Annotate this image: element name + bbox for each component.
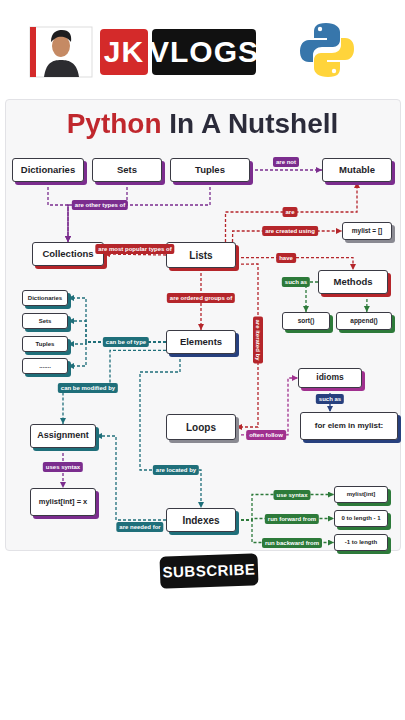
edge-label: are [282,207,297,217]
edge-label: are ordered groups of [167,293,235,303]
node-text: Elements [180,337,222,347]
concept-box: Sets [22,313,68,329]
node-text: Sets [117,165,137,175]
concept-box: Elements [166,330,236,354]
concept-box: Tuples [22,336,68,352]
node-text: Dictionaries [21,165,75,175]
edge-label: can be of type [103,337,149,347]
node-text: 0 to length - 1 [342,515,381,522]
edge-label: run backward from [262,538,322,548]
node-text: Tuples [36,341,55,348]
edge-label: use syntax [273,490,310,500]
concept-box: Mutable [322,158,392,182]
logo-text: JK [100,29,148,75]
node-text: Loops [186,422,216,433]
concept-box: idioms [298,368,362,388]
node-text: -1 to length [345,539,377,546]
edge-label: are not [273,157,299,167]
node-text: Dictionaries [28,295,62,302]
edge-label: are created using [262,226,318,236]
edge-label: are iterated by [253,316,263,363]
edge-label: are located by [153,465,199,475]
diagram-title: Python In A Nutshell [67,108,339,140]
edge-label: uses syntax [43,462,83,472]
connector [48,182,68,242]
concept-box: Lists [166,242,236,268]
concept-box: Dictionaries [12,158,84,182]
edge-label: are needed for [116,522,163,532]
connector [96,436,166,520]
edge-label: have [276,253,296,263]
concept-box: Methods [318,270,388,294]
edge-label: run forward from [265,514,319,524]
edge-label: such as [282,277,310,287]
node-text: Methods [333,277,372,287]
node-text: Sets [39,318,52,325]
node-text: mylist[int] [347,491,376,498]
concept-box: sort() [282,312,330,330]
node-text: Indexes [182,515,219,526]
connector [250,169,322,170]
node-text: Mutable [339,165,375,175]
concept-box: Loops [166,414,236,440]
connector [68,182,127,242]
logo-text: VLOGS [152,29,256,75]
node-text: ....... [39,363,51,370]
concept-box: Dictionaries [22,290,68,306]
concept-box: 0 to length - 1 [334,510,388,527]
node-text: mylist = [] [352,227,383,234]
concept-box: Tuples [170,158,250,182]
concept-box: mylist[int] = x [30,488,96,516]
connector [236,378,298,435]
concept-box: Indexes [166,508,236,532]
connector [226,182,358,242]
node-text: append() [350,317,377,324]
edge-label: can be modified by [58,383,118,393]
edge-label: often follow [246,430,286,440]
node-text: sort() [298,317,315,324]
node-text: Lists [189,250,212,261]
node-text: SUBSCRIBE [162,561,255,581]
node-text: for elem in mylist: [315,422,383,431]
connector [104,254,166,255]
concept-box: append() [336,312,392,330]
edge-label: such as [316,394,344,404]
concept-box: Sets [92,158,162,182]
concept-box: Collections [32,242,104,266]
node-text: Tuples [195,165,225,175]
edge-label: are other types of [72,200,128,210]
concept-box: for elem in mylist: [300,412,398,440]
node-text: idioms [316,373,343,382]
node-text: mylist[int] = x [39,498,88,506]
subscribe-button: SUBSCRIBE [159,553,258,588]
node-text: Collections [42,249,93,259]
edge-label: are most popular types of [95,244,174,254]
concept-box: mylist[int] [334,486,388,503]
concept-box: ....... [22,358,68,374]
connector [366,294,368,312]
connector [68,182,210,242]
concept-box: -1 to length [334,534,388,551]
connector [68,298,166,342]
concept-box: mylist = [] [342,222,392,240]
concept-box: Assignment [30,424,96,448]
node-text: Assignment [37,431,89,441]
title-block: Python In A Nutshell [0,108,405,140]
